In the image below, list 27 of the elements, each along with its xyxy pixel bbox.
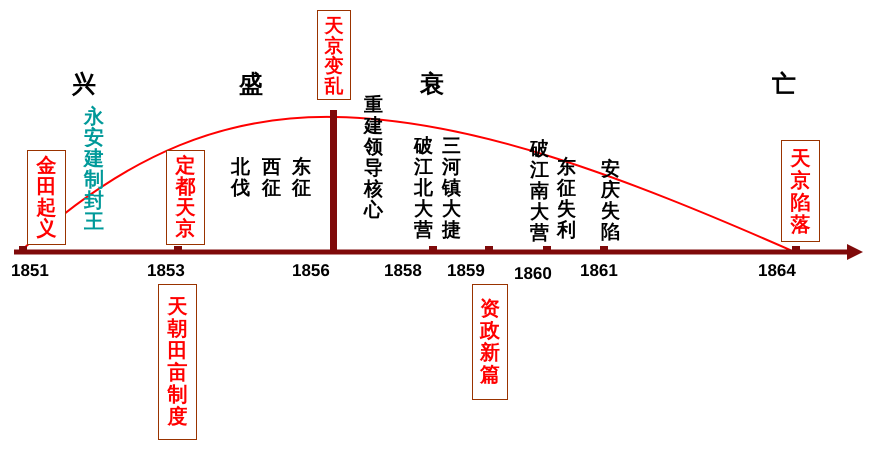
event-box: 金田起义 (27, 150, 66, 245)
year-label: 1864 (758, 262, 796, 280)
event-box: 天京变乱 (317, 10, 351, 100)
event-box: 定都天京 (166, 150, 205, 245)
event-label: 破江北大营 (413, 136, 434, 241)
event-label: 重建领导核心 (363, 95, 384, 221)
event-box: 天朝田亩制度 (158, 284, 197, 440)
event-box: 天京陷落 (781, 140, 820, 242)
year-label: 1856 (292, 262, 330, 280)
year-label: 1861 (580, 262, 618, 280)
year-label: 1851 (11, 262, 49, 280)
event-label: 东征失利 (556, 157, 577, 241)
phase-label: 兴 (72, 71, 96, 97)
event-label: 永安建制封王 (83, 106, 105, 232)
year-label: 1859 (447, 262, 485, 280)
year-label: 1860 (514, 265, 552, 283)
year-label: 1858 (384, 262, 422, 280)
phase-label: 盛 (239, 71, 263, 97)
phase-label: 亡 (772, 71, 796, 97)
year-label: 1853 (147, 262, 185, 280)
event-box: 资政新篇 (472, 284, 508, 400)
phase-label: 衰 (420, 71, 444, 97)
event-label: 西征 (261, 157, 282, 199)
event-label: 安庆失陷 (600, 159, 621, 243)
event-label: 东征 (291, 157, 312, 199)
event-label: 三河镇大捷 (441, 136, 462, 241)
event-label: 北伐 (230, 157, 251, 199)
